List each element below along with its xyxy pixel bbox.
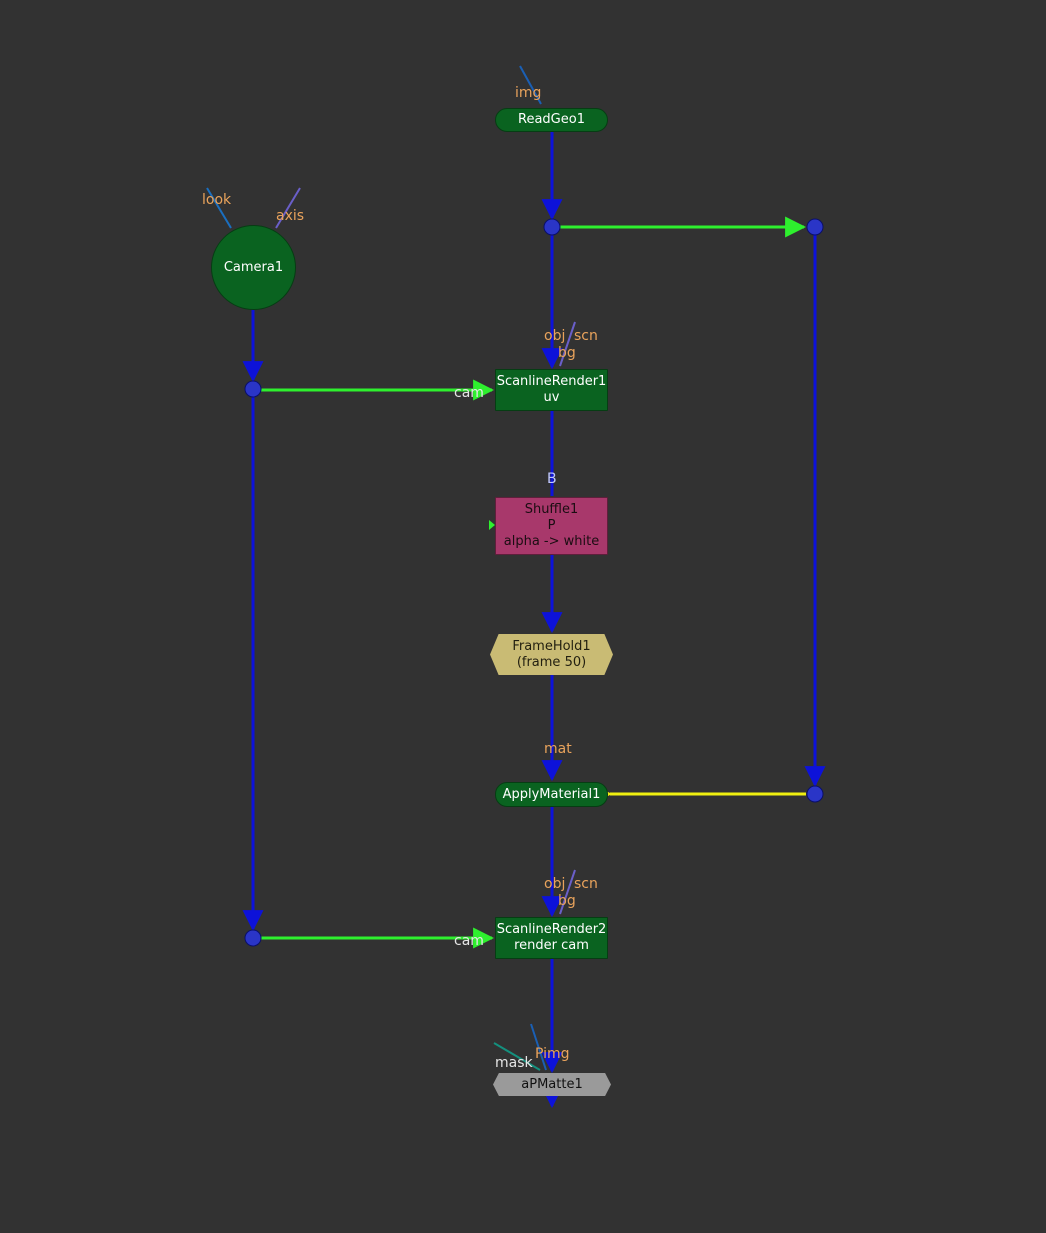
camera-axis-input-stub[interactable] [275,187,301,229]
scanline1-scn-input-stub[interactable] [559,321,576,367]
scanline-render2-node[interactable]: ScanlineRender2 render cam [495,917,608,959]
apmatte-mask-input-stub[interactable] [493,1042,541,1071]
readgeo-node-label: ReadGeo1 [518,112,585,127]
scanline1-cam-label: cam [454,385,484,401]
scanline-render1-node[interactable]: ScanlineRender1 uv [495,369,608,411]
framehold-node-frame: (frame 50) [516,654,587,670]
scanline-render1-title: ScanlineRender1 [496,374,607,389]
shuffle-node[interactable]: Shuffle1 P alpha -> white [495,497,608,555]
framehold-node-title: FrameHold1 [512,638,591,654]
dot-node-camera[interactable] [244,380,262,398]
apmatte-node[interactable]: aPMatte1 [493,1073,611,1096]
scanline2-obj-label: obj [544,876,566,892]
shuffle-b-label: B [547,471,557,487]
scanline2-scn-input-stub[interactable] [559,869,576,915]
apmatte-pimg-label: Pimg [535,1046,570,1062]
camera-look-input-stub[interactable] [206,187,232,229]
scanline2-cam-label: cam [454,933,484,949]
scanline-render2-title: ScanlineRender2 [496,922,607,937]
scanline-render2-subtitle: render cam [514,938,589,953]
scanline2-bg-label: bg [558,893,576,909]
apmatte-mask-label: mask [495,1055,533,1071]
dot-node-bottom-right[interactable] [806,785,824,803]
scanline1-scn-label: scn [574,328,598,344]
readgeo-node[interactable]: ReadGeo1 [495,108,608,132]
shuffle-node-layer: P [547,518,556,533]
shuffle-mask-input-arrow[interactable] [489,520,495,530]
camera-node[interactable]: Camera1 [211,225,296,310]
scanline1-obj-label: obj [544,328,566,344]
scanline2-scn-label: scn [574,876,598,892]
apmatte-node-label: aPMatte1 [521,1076,583,1092]
applymaterial-node-label: ApplyMaterial1 [502,786,601,802]
scanline1-bg-label: bg [558,345,576,361]
readgeo-img-input-stub[interactable] [519,65,542,105]
dot-node-top-right[interactable] [806,218,824,236]
shuffle-node-title: Shuffle1 [524,502,579,517]
applymaterial-mat-label: mat [544,741,572,757]
camera-look-label: look [202,192,232,208]
camera-axis-label: axis [276,208,305,224]
scanline-render1-subtitle: uv [543,390,560,405]
dot-node-top[interactable] [543,218,561,236]
readgeo-img-label: img [515,85,542,101]
applymaterial-node[interactable]: ApplyMaterial1 [495,782,608,807]
shuffle-node-mapping: alpha -> white [503,534,600,549]
dot-node-bottom-left[interactable] [244,929,262,947]
camera-node-label: Camera1 [223,259,284,275]
framehold-node[interactable]: FrameHold1 (frame 50) [490,634,613,675]
